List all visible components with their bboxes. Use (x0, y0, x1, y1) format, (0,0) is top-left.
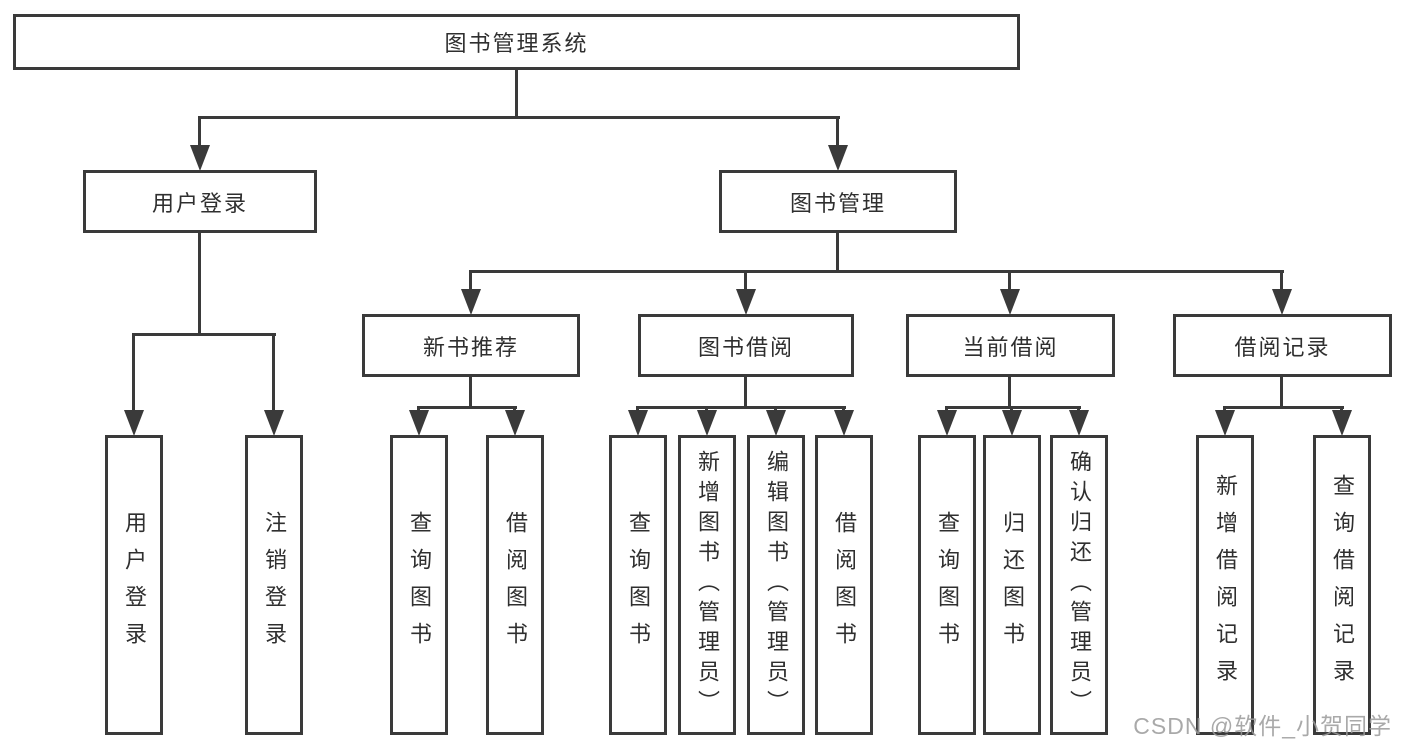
edge-stem-book-management (836, 232, 839, 272)
node-leaf-borrow-books-2: 借阅图书 (815, 435, 873, 735)
node-current-borrowing: 当前借阅 (906, 314, 1115, 377)
edge-bar-root-system (198, 116, 840, 119)
node-leaf-query-books-1: 查询图书 (390, 435, 448, 735)
edge-stub-user-login-1 (272, 335, 275, 417)
node-label-leaf-user-login: 用户登录 (122, 511, 147, 659)
node-label-book-management: 图书管理 (789, 190, 886, 216)
edge-stem-new-book-recommendation (469, 376, 472, 408)
node-label-leaf-return-books: 归还图书 (1000, 511, 1025, 659)
arrow-down-icon (697, 410, 717, 436)
node-label-leaf-edit-books: 编辑图书（管理员） (764, 450, 789, 720)
edge-stem-user-login (198, 232, 201, 335)
node-label-leaf-borrow-books-2: 借阅图书 (832, 511, 857, 659)
node-leaf-add-borrow-record: 新增借阅记录 (1196, 435, 1254, 735)
node-leaf-confirm-return: 确认归还（管理员） (1050, 435, 1108, 735)
node-label-borrowing-records: 借阅记录 (1234, 334, 1331, 360)
node-label-current-borrowing: 当前借阅 (962, 334, 1059, 360)
edge-bar-user-login (132, 333, 276, 336)
node-label-root-system: 图书管理系统 (444, 31, 589, 56)
node-label-leaf-query-borrow-record: 查询借阅记录 (1330, 474, 1355, 696)
arrow-down-icon (937, 410, 957, 436)
node-leaf-edit-books: 编辑图书（管理员） (747, 435, 805, 735)
arrow-down-icon (1332, 410, 1352, 436)
node-leaf-add-books: 新增图书（管理员） (678, 435, 736, 735)
edge-bar-current-borrowing (945, 406, 1081, 409)
arrow-down-icon (190, 145, 210, 171)
node-leaf-query-borrow-record: 查询借阅记录 (1313, 435, 1371, 735)
node-leaf-logout: 注销登录 (245, 435, 303, 735)
edge-stub-root-system-1 (836, 118, 839, 152)
arrow-down-icon (766, 410, 786, 436)
edge-bar-new-book-recommendation (417, 406, 517, 409)
node-label-user-login: 用户登录 (151, 190, 248, 216)
arrow-down-icon (828, 145, 848, 171)
node-root-system: 图书管理系统 (13, 14, 1020, 70)
arrow-down-icon (409, 410, 429, 436)
arrow-down-icon (1000, 289, 1020, 315)
node-book-management: 图书管理 (719, 170, 957, 233)
node-label-leaf-add-borrow-record: 新增借阅记录 (1213, 474, 1238, 696)
node-label-leaf-confirm-return: 确认归还（管理员） (1067, 450, 1092, 720)
edge-stub-book-management-1 (744, 272, 747, 296)
node-new-book-recommendation: 新书推荐 (362, 314, 580, 377)
node-leaf-borrow-books-1: 借阅图书 (486, 435, 544, 735)
node-label-leaf-add-books: 新增图书（管理员） (695, 450, 720, 720)
node-leaf-query-books-3: 查询图书 (918, 435, 976, 735)
node-label-leaf-query-books-1: 查询图书 (407, 511, 432, 659)
edge-stem-current-borrowing (1008, 376, 1011, 408)
arrow-down-icon (505, 410, 525, 436)
edge-stub-book-management-3 (1280, 272, 1283, 296)
edge-stub-book-management-0 (469, 272, 472, 296)
edge-stub-book-management-2 (1008, 272, 1011, 296)
arrow-down-icon (736, 289, 756, 315)
arrow-down-icon (1215, 410, 1235, 436)
node-label-book-borrowing: 图书借阅 (697, 334, 794, 360)
node-leaf-query-books-2: 查询图书 (609, 435, 667, 735)
arrow-down-icon (461, 289, 481, 315)
node-leaf-return-books: 归还图书 (983, 435, 1041, 735)
edge-stub-root-system-0 (198, 118, 201, 152)
arrow-down-icon (1002, 410, 1022, 436)
node-label-leaf-query-books-2: 查询图书 (626, 511, 651, 659)
arrow-down-icon (264, 410, 284, 436)
edge-stub-user-login-0 (132, 335, 135, 417)
arrow-down-icon (1272, 289, 1292, 315)
arrow-down-icon (1069, 410, 1089, 436)
node-user-login: 用户登录 (83, 170, 317, 233)
node-book-borrowing: 图书借阅 (638, 314, 854, 377)
arrow-down-icon (124, 410, 144, 436)
watermark-text: CSDN @软件_小贺同学 (1133, 713, 1392, 739)
edge-bar-book-management (469, 270, 1284, 273)
edge-bar-borrowing-records (1223, 406, 1344, 409)
node-label-leaf-logout: 注销登录 (262, 511, 287, 659)
node-label-leaf-borrow-books-1: 借阅图书 (503, 511, 528, 659)
node-leaf-user-login: 用户登录 (105, 435, 163, 735)
node-borrowing-records: 借阅记录 (1173, 314, 1392, 377)
node-label-new-book-recommendation: 新书推荐 (422, 334, 519, 360)
edge-stem-borrowing-records (1280, 376, 1283, 408)
arrow-down-icon (834, 410, 854, 436)
arrow-down-icon (628, 410, 648, 436)
edge-stem-book-borrowing (744, 376, 747, 408)
edge-stem-root-system (515, 69, 518, 118)
node-label-leaf-query-books-3: 查询图书 (935, 511, 960, 659)
edge-bar-book-borrowing (636, 406, 846, 409)
